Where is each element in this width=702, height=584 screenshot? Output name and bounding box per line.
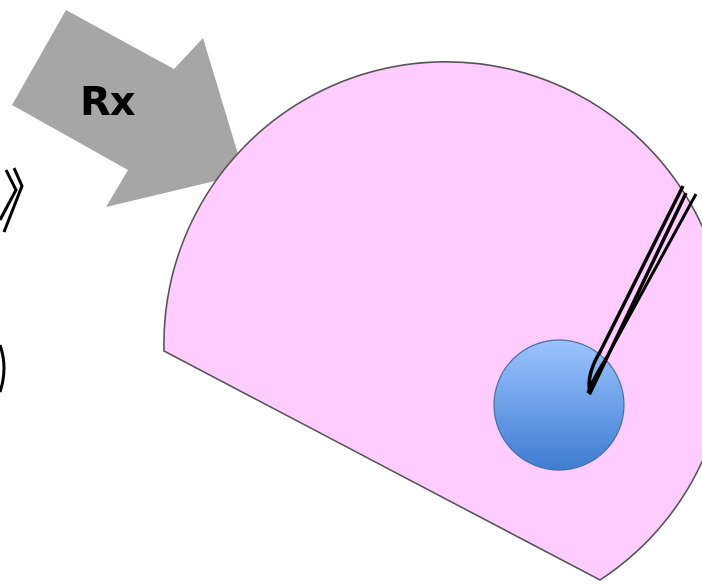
- treatment-arrow: Rx: [12, 10, 244, 207]
- partial-pipette-icon: [0, 167, 24, 393]
- block-arrow-icon: [12, 10, 244, 207]
- micropipette-icon: [586, 185, 698, 395]
- arrow-label: Rx: [80, 79, 136, 125]
- tissue-section: [163, 61, 702, 581]
